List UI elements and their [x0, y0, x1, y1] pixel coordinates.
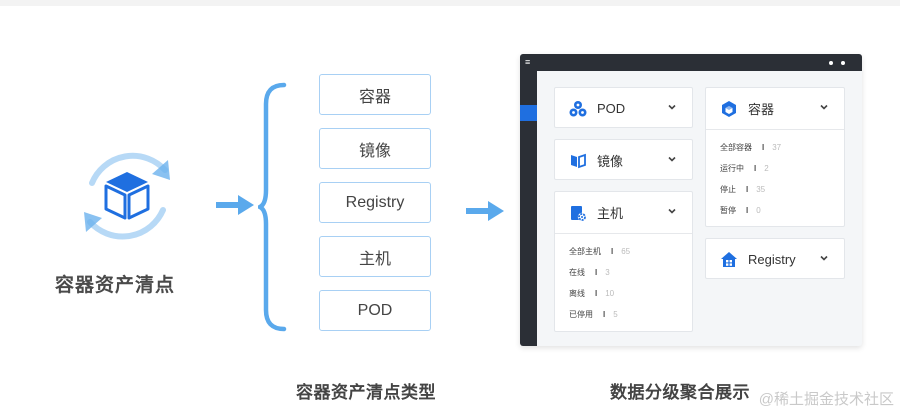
stat-separator: I	[611, 247, 614, 256]
type-box-pod: POD	[319, 290, 431, 331]
stat-separator: I	[595, 268, 598, 277]
chevron-down-icon[interactable]	[666, 205, 678, 217]
stat-value: 35	[756, 185, 766, 194]
caption-types: 容器资产清点类型	[296, 383, 436, 402]
stat-label: 已停用	[569, 310, 593, 319]
stat-separator: I	[746, 206, 749, 215]
type-box-registry: Registry	[319, 182, 431, 223]
stat-separator: I	[595, 289, 598, 298]
chevron-down-icon[interactable]	[666, 153, 678, 165]
stat-label: 暂停	[720, 206, 736, 215]
stat-value: 10	[605, 289, 615, 298]
stat-separator: I	[746, 185, 749, 194]
type-box-image: 镜像	[319, 128, 431, 169]
image-layers-icon	[569, 152, 587, 170]
stat-separator: I	[754, 164, 757, 173]
arrow-right-icon	[216, 195, 254, 215]
arrow-right-icon	[466, 201, 504, 221]
registry-card-label: Registry	[748, 252, 796, 267]
window-dot	[829, 61, 833, 65]
type-box-container: 容器	[319, 74, 431, 115]
watermark: @稀土掘金技术社区	[758, 391, 894, 408]
pod-card-label: POD	[597, 101, 626, 116]
registry-card[interactable]: Registry	[705, 238, 845, 279]
stat-label: 离线	[569, 289, 585, 298]
type-box-host: 主机	[319, 236, 431, 277]
container-stat-row: 全部容器 I 37	[720, 142, 781, 153]
host-stat-row: 离线 I 10	[569, 288, 614, 299]
stat-separator: I	[603, 310, 606, 319]
stat-value: 2	[764, 164, 769, 173]
window-dot	[841, 61, 845, 65]
registry-house-icon	[720, 251, 738, 269]
container-stat-row: 停止 I 35	[720, 184, 765, 195]
host-gear-icon	[569, 204, 587, 222]
card-divider	[706, 129, 844, 130]
stat-label: 停止	[720, 185, 736, 194]
stat-separator: I	[762, 143, 765, 152]
hero-title: 容器资产清点	[55, 275, 176, 296]
menu-icon[interactable]: ≡	[525, 57, 531, 67]
cube-refresh-icon	[84, 152, 170, 240]
container-card-label: 容器	[748, 102, 775, 117]
chevron-down-icon[interactable]	[666, 101, 678, 113]
app-window: ≡ POD	[520, 54, 862, 346]
sidebar-active-item[interactable]	[520, 105, 537, 121]
stat-label: 全部主机	[569, 247, 601, 256]
chevron-down-icon[interactable]	[818, 101, 830, 113]
top-divider	[0, 0, 900, 6]
stat-value: 65	[621, 247, 631, 256]
host-stat-row: 全部主机 I 65	[569, 246, 630, 257]
image-card-label: 镜像	[597, 154, 624, 169]
stat-label: 在线	[569, 268, 585, 277]
chevron-down-icon[interactable]	[818, 252, 830, 264]
stat-value: 5	[613, 310, 618, 319]
window-sidebar	[520, 71, 537, 346]
window-titlebar: ≡	[520, 54, 862, 71]
card-divider	[555, 233, 692, 234]
container-cube-icon	[720, 100, 738, 118]
stat-value: 37	[772, 143, 782, 152]
image-card[interactable]: 镜像	[554, 139, 693, 180]
stat-value: 3	[605, 268, 610, 277]
stat-label: 全部容器	[720, 143, 752, 152]
caption-display: 数据分级聚合展示	[610, 383, 750, 402]
left-brace	[258, 82, 287, 332]
pod-cluster-icon	[569, 100, 587, 118]
stat-value: 0	[756, 206, 761, 215]
stat-label: 运行中	[720, 164, 744, 173]
host-card-label: 主机	[597, 206, 624, 221]
pod-card[interactable]: POD	[554, 87, 693, 128]
